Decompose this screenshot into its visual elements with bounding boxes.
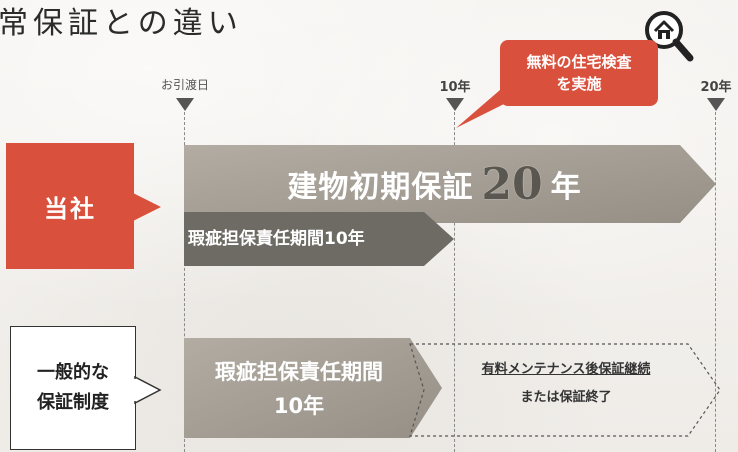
house-magnifier-icon [645,11,694,62]
page-title: 常保証との違い [0,6,243,41]
main-guarantee-text: 建物初期保証 [287,170,474,205]
callout-line-2: を実施 [556,75,602,93]
triangle-down-icon [176,98,194,111]
callout-tail [456,90,508,128]
callout-line-1: 無料の住宅検査 [526,53,632,71]
defect-liability-arrow [184,212,454,266]
defect-liability-label: 瑕疵担保責任期間10年 [188,229,365,249]
main-guarantee-arrow [184,145,716,223]
free-inspection-callout: 無料の住宅検査 を実施 [500,40,658,106]
main-guarantee-label: 建物初期保証 20 年 [184,146,684,222]
main-guarantee-number: 20 [481,158,543,210]
timeline-line-20-years [715,112,716,452]
company-label: 当社 [44,194,96,223]
general-defect-liability-label: 瑕疵担保責任期間 10年 [184,340,414,438]
tick-label-handover: お引渡日 [160,78,210,92]
triangle-down-icon [446,98,464,111]
general-system-label-box: 一般的な 保証制度 [10,326,136,450]
after-period-line-2: または保証終了 [520,390,612,405]
company-label-pointer [133,193,161,221]
general-defect-line-2: 10年 [273,394,325,418]
general-defect-liability-arrow [184,338,442,438]
after-period-line-1: 有料メンテナンス後保証継続 [481,362,651,377]
general-label-line-1: 一般的な [37,362,109,383]
general-label-pointer [134,376,162,405]
company-label-box: 当社 [6,143,134,269]
tick-label-10-years: 10年 [439,80,471,95]
after-period-dotted-arrow [409,343,721,437]
after-period-text: 有料メンテナンス後保証継続 または保証終了 [420,356,712,412]
general-label-line-2: 保証制度 [37,392,109,413]
timeline-line-handover [184,112,185,452]
timeline-line-10-years [454,112,455,452]
triangle-down-icon [707,98,725,111]
tick-label-20-years: 20年 [700,80,732,95]
main-guarantee-unit: 年 [550,170,581,205]
general-defect-line-1: 瑕疵担保責任期間 [215,360,383,384]
